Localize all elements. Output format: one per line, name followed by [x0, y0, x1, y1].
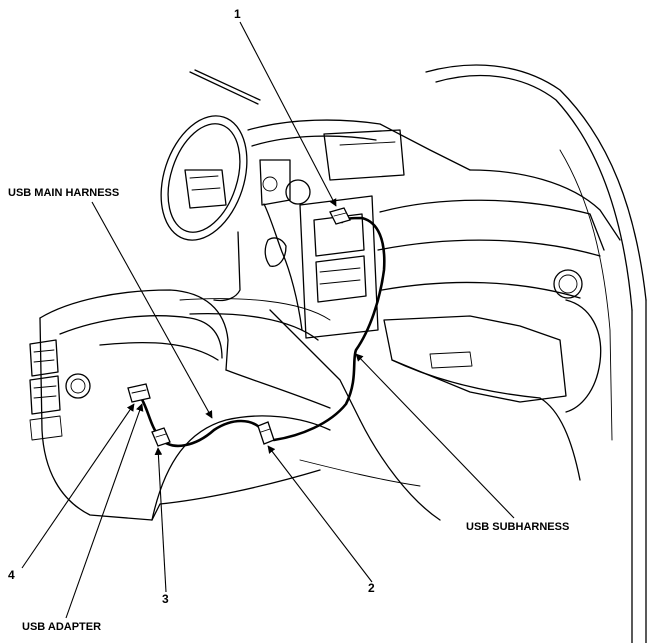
connector-2: [257, 421, 275, 445]
passenger-dashboard: [377, 199, 605, 481]
usb-subharness-label: USB SUBHARNESS: [466, 521, 570, 533]
steering-wheel: [160, 115, 248, 302]
connector-1: [329, 207, 351, 225]
callout-number-1: 1: [234, 7, 241, 21]
usb-main-harness-label: USB MAIN HARNESS: [8, 187, 120, 199]
center-console: [29, 289, 331, 521]
callout-number-2: 2: [368, 581, 375, 595]
usb-cable: [138, 216, 386, 448]
callout-number-3: 3: [162, 592, 169, 606]
usb-adapter-part: [127, 383, 151, 403]
leader-lines: [21, 21, 515, 619]
callout-number-4: 4: [8, 568, 15, 582]
upper-dashboard: [247, 119, 621, 241]
windshield-frame: [189, 64, 647, 643]
connector-3: [151, 427, 171, 447]
lower-panel: [179, 298, 441, 521]
usb-adapter-label: USB ADAPTER: [22, 621, 102, 633]
